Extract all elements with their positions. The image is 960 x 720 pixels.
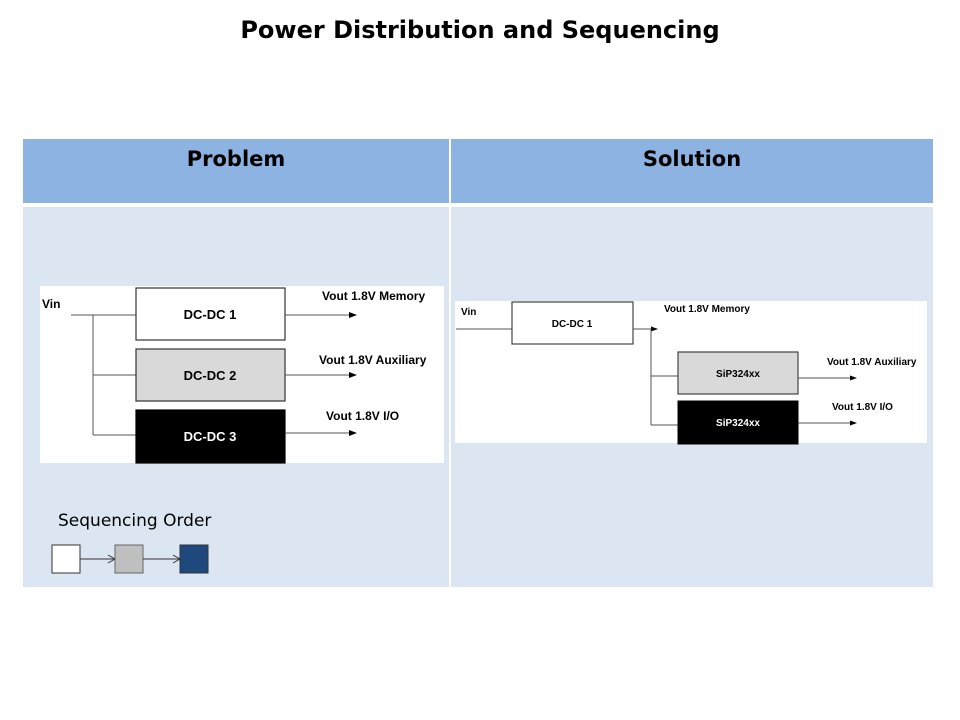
solution-dcdc-box — [511, 301, 634, 345]
header-problem: Problem — [23, 139, 449, 203]
dcdc-3-label: DC-DC 3 — [184, 429, 237, 444]
dcdc-2-box — [135, 348, 286, 402]
sequencing-order — [51, 544, 209, 574]
out-label-3: Vout 1.8V I/O — [326, 409, 399, 423]
solution-dcdc-label: DC-DC 1 — [552, 319, 593, 330]
sequence-step-2 — [114, 544, 144, 574]
sip-io-label: SiP324xx — [716, 418, 760, 429]
sip-io-box — [677, 400, 799, 445]
aux-out-label: Vout 1.8V Auxiliary — [827, 357, 917, 368]
dcdc-block-1: DC-DC 1 Vout 1.8V Memory — [135, 287, 425, 341]
solution-vin-label: Vin — [461, 307, 476, 318]
header-solution: Solution — [451, 139, 933, 203]
out-label-2: Vout 1.8V Auxiliary — [319, 353, 427, 367]
problem-diagram: Vin DC-DC 1 Vout 1.8V Memory DC-DC 2 Vou… — [40, 286, 444, 574]
solution-cell: Vin DC-DC 1 Vout 1.8V Memory SiP324xx Vo… — [451, 207, 933, 587]
dcdc-block-2: DC-DC 2 Vout 1.8V Auxiliary — [135, 348, 427, 402]
sequence-step-1 — [51, 544, 81, 574]
header-solution-label: Solution — [642, 147, 742, 171]
comparison-table: Problem Solution Vin DC-DC 1 Vout 1.8V M… — [23, 139, 933, 587]
memory-out-label: Vout 1.8V Memory — [664, 304, 750, 315]
dcdc-3-box — [135, 409, 286, 464]
out-label-1: Vout 1.8V Memory — [322, 289, 425, 303]
dcdc-1-box — [135, 287, 286, 341]
header-problem-label: Problem — [186, 147, 286, 171]
sequence-step-3 — [179, 544, 209, 574]
sip-aux-box — [677, 351, 799, 395]
dcdc-2-label: DC-DC 2 — [184, 368, 237, 383]
dcdc-1-label: DC-DC 1 — [184, 307, 237, 322]
page-title: Power Distribution and Sequencing — [240, 16, 720, 44]
problem-cell: Vin DC-DC 1 Vout 1.8V Memory DC-DC 2 Vou… — [23, 207, 449, 587]
sip-block-aux: SiP324xx Vout 1.8V Auxiliary — [677, 351, 917, 395]
io-out-label: Vout 1.8V I/O — [832, 402, 893, 413]
sequencing-order-label: Sequencing Order — [58, 511, 212, 531]
sip-aux-label: SiP324xx — [716, 369, 760, 380]
vin-label: Vin — [42, 297, 60, 311]
solution-dcdc-block: DC-DC 1 — [511, 301, 634, 345]
sip-block-io: SiP324xx Vout 1.8V I/O — [677, 400, 893, 445]
dcdc-block-3: DC-DC 3 Vout 1.8V I/O — [135, 409, 399, 464]
solution-diagram: Vin DC-DC 1 Vout 1.8V Memory SiP324xx Vo… — [455, 301, 927, 445]
